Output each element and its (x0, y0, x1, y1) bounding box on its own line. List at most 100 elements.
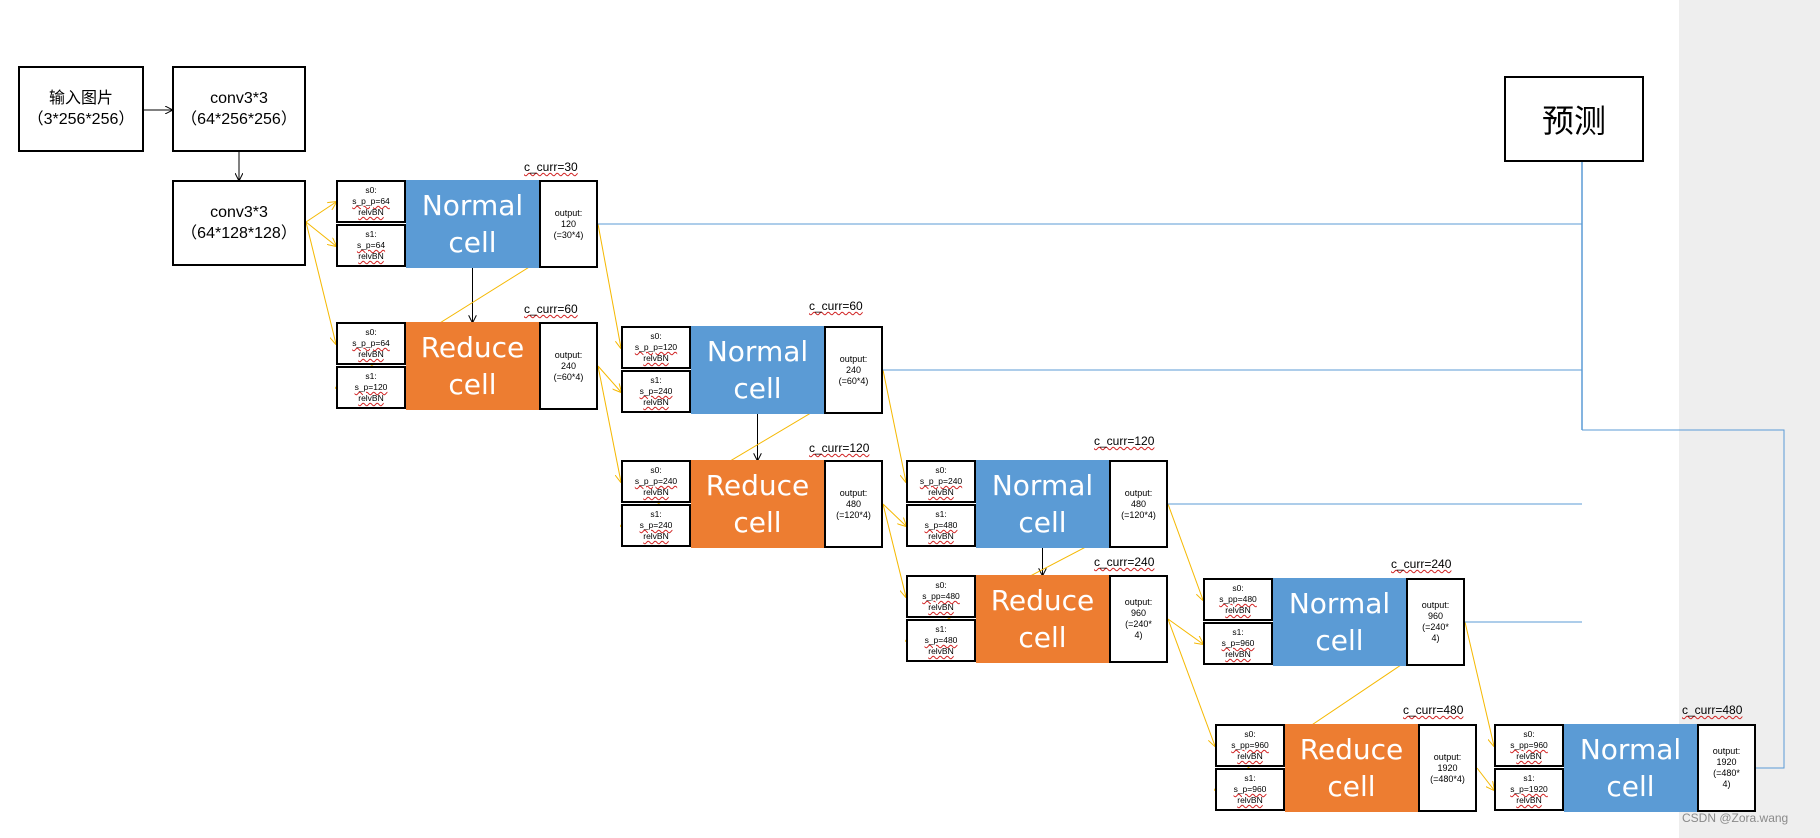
cell-6-to-cell-8-s0 (1167, 618, 1215, 746)
input-norm: relvBN (358, 393, 384, 403)
input-title: s1: (650, 509, 662, 519)
cell-6-c-curr: c_curr=240 (1094, 555, 1155, 569)
stem-to-cell-1-s1 (305, 221, 336, 246)
input-param: s_pp=960 (1231, 740, 1269, 750)
stem-to-cell-2-s0 (305, 221, 336, 344)
input-param: s_p=960 (1221, 638, 1255, 648)
cell-4-to-cell-5-s1 (882, 503, 906, 526)
stem-to-cell-1-s0 (305, 202, 336, 223)
normal-cell-5: Normal cell (976, 460, 1109, 548)
cell-2-to-cell-3-s1 (597, 365, 621, 392)
cell-type-label: Reduce cell (705, 469, 810, 539)
input-param: s_p=240 (639, 386, 673, 396)
output-text: output: 1920 (=480* 4) (1712, 746, 1741, 789)
input-norm: relvBN (928, 531, 954, 541)
output-text: output: 960 (=240* 4) (1421, 600, 1450, 643)
cell-5-c-curr: c_curr=120 (1094, 434, 1155, 448)
cell-4-c-curr: c_curr=120 (809, 441, 870, 455)
input-title: s0: (650, 331, 662, 341)
normal-cell-9: Normal cell (1564, 724, 1697, 812)
input-image-shape: （3*256*256） (27, 111, 135, 128)
input-title: s1: (1232, 627, 1244, 637)
cell-type-label: Reduce cell (420, 331, 525, 401)
input-norm: relvBN (643, 397, 669, 407)
cell-type-label: Normal cell (991, 469, 1094, 539)
cell-1-output: output: 120 (=30*4) (539, 180, 598, 268)
predict-box: 预测 (1504, 76, 1644, 162)
input-norm: relvBN (928, 602, 954, 612)
input-param: s_p_p=64 (352, 196, 390, 206)
input-param: s_p_p=64 (352, 338, 390, 348)
input-param: s_p=480 (924, 635, 958, 645)
reduce-cell-8: Reduce cell (1285, 724, 1418, 812)
cell-8-output: output: 1920 (=480*4) (1418, 724, 1477, 812)
input-title: s0: (365, 327, 377, 337)
input-title: s0: (1232, 583, 1244, 593)
cell-type-label: Normal cell (1579, 733, 1682, 803)
cell-2-c-curr: c_curr=60 (524, 302, 578, 316)
cell-type-label: Reduce cell (990, 584, 1095, 654)
input-title: s1: (365, 229, 377, 239)
black-arrows (144, 110, 1043, 575)
input-title: s1: (365, 371, 377, 381)
output-text: output: 240 (=60*4) (553, 349, 584, 382)
output-text: output: 1920 (=480*4) (1430, 751, 1465, 784)
conv-box-2-shape: （64*128*128） (181, 225, 297, 242)
cell-8-to-cell-9-s1 (1476, 767, 1494, 790)
watermark: CSDN @Zora.wang (1682, 811, 1789, 825)
yellow-edges (305, 202, 1494, 790)
cell-5-to-cell-7-s0 (1167, 503, 1203, 600)
cell-type-label: Reduce cell (1299, 733, 1404, 803)
normal-cell-7: Normal cell (1273, 578, 1406, 666)
cell-1-to-cell-3-s0 (597, 223, 621, 348)
input-param: s_pp=480 (1219, 594, 1257, 604)
output-text: output: 480 (=120*4) (836, 487, 871, 520)
reduce-cell-4: Reduce cell (691, 460, 824, 548)
input-image-box: 输入图片 （3*256*256） (18, 66, 144, 152)
conv-box-1-label: conv3*3 (210, 90, 268, 107)
input-param: s_p=120 (354, 382, 388, 392)
input-title: s1: (650, 375, 662, 385)
input-norm: relvBN (358, 349, 384, 359)
input-title: s1: (935, 509, 947, 519)
input-param: s_p_p=240 (919, 476, 963, 486)
input-title: s1: (935, 624, 947, 634)
cell-9-to-predict (1582, 429, 1785, 769)
cell-3-to-cell-5-s0 (882, 369, 906, 482)
cell-3-c-curr: c_curr=60 (809, 299, 863, 313)
cell-4-to-cell-6-s0 (882, 503, 906, 597)
output-text: output: 240 (=60*4) (838, 353, 869, 386)
predict-label: 预测 (1541, 102, 1606, 140)
input-title: s0: (935, 465, 947, 475)
input-param: s_p=1920 (1510, 784, 1548, 794)
input-norm: relvBN (643, 531, 669, 541)
input-title: s1: (1523, 773, 1535, 783)
input-norm: relvBN (1225, 605, 1251, 615)
input-param: s_p=960 (1233, 784, 1267, 794)
input-param: s_pp=480 (922, 591, 960, 601)
cell-7-c-curr: c_curr=240 (1391, 557, 1452, 571)
input-norm: relvBN (643, 353, 669, 363)
input-norm: relvBN (928, 646, 954, 656)
input-norm: relvBN (358, 251, 384, 261)
cell-8-c-curr: c_curr=480 (1403, 703, 1464, 717)
input-norm: relvBN (643, 487, 669, 497)
input-norm: relvBN (1237, 795, 1263, 805)
input-title: s0: (365, 185, 377, 195)
output-text: output: 480 (=120*4) (1121, 487, 1156, 520)
output-text: output: 120 (=30*4) (553, 207, 584, 240)
input-title: s0: (1523, 729, 1535, 739)
input-norm: relvBN (1225, 649, 1251, 659)
